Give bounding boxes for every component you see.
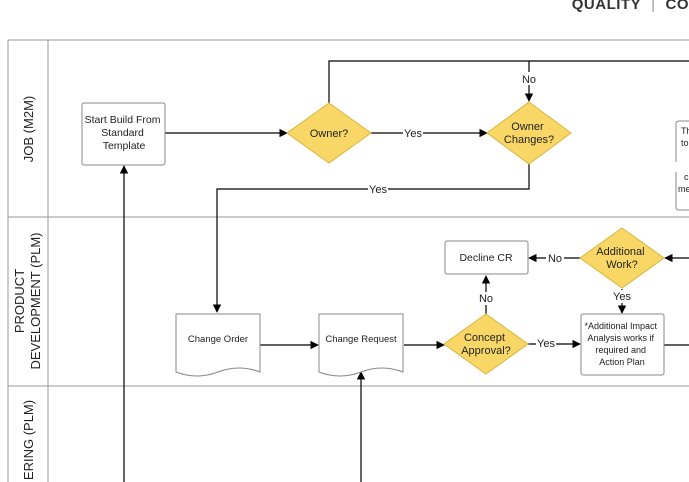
swimlane-grid	[7, 39, 689, 482]
lane-label-job: JOB (M2M)	[21, 96, 36, 162]
cutoff-note-line1: Th	[681, 126, 689, 136]
svg-text:Th to c me: Th to c me	[678, 126, 689, 194]
svg-text:Concept Approval?: Concept Approval?	[461, 332, 511, 357]
node-change-request: Change Request	[318, 313, 404, 377]
cutoff-note-line3: c	[684, 172, 689, 182]
node-additional-work-decision: Additional Work?	[579, 227, 665, 289]
impact-analysis-line4: Action Plan	[599, 357, 645, 367]
start-build-line2: Standard	[101, 127, 144, 139]
change-order-label: Change Order	[188, 334, 248, 345]
node-owner-decision: Owner?	[286, 102, 372, 164]
owner-changes-line2: Changes?	[504, 134, 554, 146]
start-build-line1: Start Build From	[85, 114, 161, 126]
cutoff-note-line2: to	[681, 138, 689, 148]
header-separator: |	[651, 0, 656, 13]
edge-label-group: Yes No Yes No Yes No Yes	[368, 72, 632, 350]
header-title-left: QUALITY	[571, 0, 642, 13]
lane-label-product-line2: DEVELOPMENT (PLM)	[28, 232, 43, 369]
owner-decision-label: Owner?	[310, 128, 349, 140]
node-concept-approval-decision: Concept Approval?	[443, 313, 529, 375]
node-start-build: Start Build From Standard Template	[81, 102, 166, 166]
header-title-right: CO	[665, 0, 689, 13]
cutoff-note-line4: me	[678, 184, 689, 194]
additional-work-line2: Work?	[606, 259, 638, 271]
owner-changes-line1: Owner	[511, 121, 544, 133]
node-cutoff-note: Th to c me	[675, 120, 689, 211]
lane-label-product-line1: PRODUCT	[12, 269, 27, 333]
node-change-order: Change Order	[175, 313, 261, 377]
svg-text:*Additional Impact Analy: *Additional Impact Analysis works if req…	[584, 321, 659, 367]
svg-text:Additional Work?: Additional Work?	[596, 246, 647, 271]
start-build-line3: Template	[103, 140, 146, 152]
node-owner-changes-decision: Owner Changes?	[486, 101, 572, 165]
edge-label-concept-no: No	[479, 293, 493, 305]
impact-analysis-line1: *Additional Impact	[584, 321, 657, 331]
svg-text:Start Build From Standar: Start Build From Standard Template	[85, 114, 164, 152]
edge-label-concept-yes: Yes	[537, 338, 555, 350]
svg-text:Owner Changes?: Owner Changes?	[504, 121, 554, 146]
edge-label-changes-yes: Yes	[369, 184, 387, 196]
concept-approval-line1: Concept	[464, 332, 505, 344]
edge-owner-no-loop	[328, 60, 689, 103]
node-impact-analysis: *Additional Impact Analysis works if req…	[580, 313, 665, 376]
edge-label-changes-no: No	[522, 74, 536, 86]
impact-analysis-line3: required and	[595, 345, 646, 355]
edge-label-additional-no: No	[548, 253, 562, 265]
change-request-label: Change Request	[325, 334, 397, 345]
edge-label-owner-yes: Yes	[404, 128, 422, 140]
page-header: QUALITY | CO	[572, 0, 689, 13]
additional-work-line1: Additional	[596, 246, 644, 258]
lane-label-engineering: ERING (PLM)	[21, 400, 36, 480]
decline-cr-label: Decline CR	[459, 252, 513, 264]
concept-approval-line2: Approval?	[461, 345, 511, 357]
edge-label-additional-yes: Yes	[613, 291, 631, 303]
impact-analysis-line2: Analysis works if	[587, 333, 654, 343]
node-decline-cr: Decline CR	[444, 240, 529, 275]
